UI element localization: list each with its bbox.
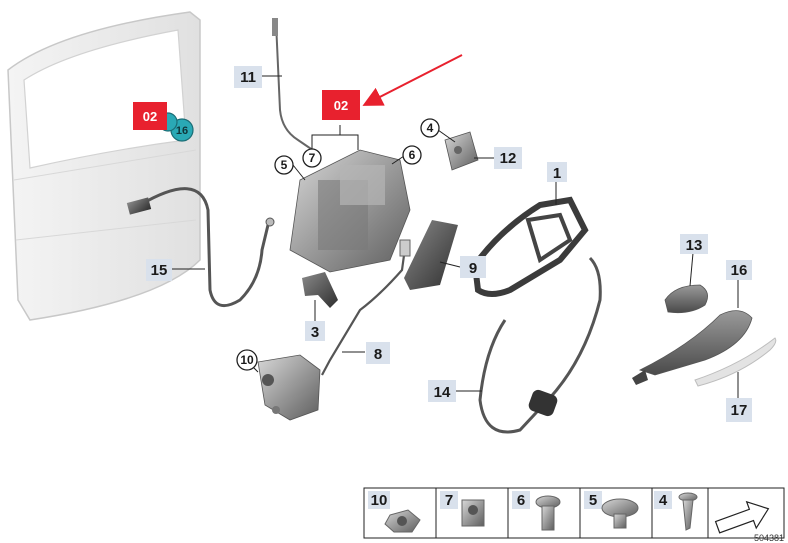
callout-8[interactable]: 8: [366, 342, 390, 364]
svg-text:17: 17: [731, 402, 748, 419]
callout-13[interactable]: 13: [680, 234, 708, 254]
legend-item-5: 5: [584, 491, 639, 529]
highlight-badge-door[interactable]: 02 16: [133, 102, 194, 142]
svg-text:10: 10: [240, 353, 254, 367]
svg-text:3: 3: [311, 324, 319, 341]
svg-text:16: 16: [731, 262, 748, 279]
svg-text:13: 13: [686, 237, 703, 254]
figure-number: 504381: [754, 533, 784, 543]
callout-7[interactable]: 7: [302, 148, 322, 168]
actuator-10: [257, 354, 321, 421]
callout-12[interactable]: 12: [494, 147, 522, 169]
svg-text:1: 1: [553, 165, 561, 182]
rod-11: [272, 18, 321, 156]
callout-15[interactable]: 15: [146, 259, 172, 281]
callout-9[interactable]: 9: [460, 256, 486, 278]
legend-item-4: 4: [654, 491, 698, 531]
svg-text:02: 02: [334, 98, 348, 113]
svg-text:4: 4: [427, 121, 434, 135]
nut-icon: [384, 509, 421, 533]
flat-head-screw-icon: [601, 498, 639, 529]
svg-text:5: 5: [281, 158, 288, 172]
svg-text:6: 6: [409, 148, 416, 162]
rear-door-outline: [7, 11, 201, 321]
svg-text:5: 5: [589, 492, 597, 509]
countersunk-screw-icon: [678, 492, 698, 531]
svg-text:6: 6: [517, 492, 525, 509]
door-handle-16: [632, 310, 753, 385]
svg-text:14: 14: [434, 384, 451, 401]
svg-text:9: 9: [469, 260, 477, 277]
svg-text:7: 7: [445, 492, 453, 509]
callout-6[interactable]: 6: [402, 145, 422, 165]
callout-5[interactable]: 5: [274, 155, 294, 175]
clip-nut-icon: [461, 499, 485, 527]
callout-17[interactable]: 17: [726, 398, 752, 422]
direction-arrow-icon: [714, 500, 770, 534]
cable-14: [478, 256, 602, 434]
callout-14[interactable]: 14: [428, 380, 456, 402]
legend-item-6: 6: [512, 491, 561, 531]
red-pointer-arrow: [362, 54, 463, 106]
striker-12: [444, 131, 479, 171]
svg-text:7: 7: [309, 151, 316, 165]
legend-item-10: 10: [368, 491, 421, 533]
highlight-badge-main[interactable]: 02: [322, 90, 360, 120]
trim-strip-17: [694, 337, 777, 387]
lock-bracket-3: [302, 272, 338, 308]
fastener-legend: 10 7 6 5: [363, 487, 785, 539]
handle-carrier-1: [471, 196, 589, 297]
cap-13: [664, 284, 708, 314]
callout-11[interactable]: 11: [234, 66, 262, 88]
callout-1[interactable]: 1: [547, 162, 567, 182]
svg-text:10: 10: [371, 492, 388, 509]
svg-text:8: 8: [374, 346, 382, 363]
svg-text:4: 4: [659, 492, 668, 509]
seal-9: [404, 220, 458, 290]
torx-bolt-icon: [535, 495, 561, 531]
legend-item-7: 7: [440, 491, 485, 527]
teal-marker-label: 16: [176, 125, 188, 137]
callout-3[interactable]: 3: [305, 321, 325, 341]
cable-15: [126, 187, 275, 308]
svg-text:02: 02: [143, 109, 157, 124]
callout-4[interactable]: 4: [420, 118, 440, 138]
cable-8: [321, 239, 411, 376]
svg-text:15: 15: [151, 262, 168, 279]
callout-16[interactable]: 16: [726, 260, 752, 280]
callout-10[interactable]: 10: [236, 349, 258, 371]
door-lock-assembly: [289, 149, 411, 273]
svg-text:11: 11: [240, 69, 256, 86]
svg-text:12: 12: [500, 150, 517, 167]
